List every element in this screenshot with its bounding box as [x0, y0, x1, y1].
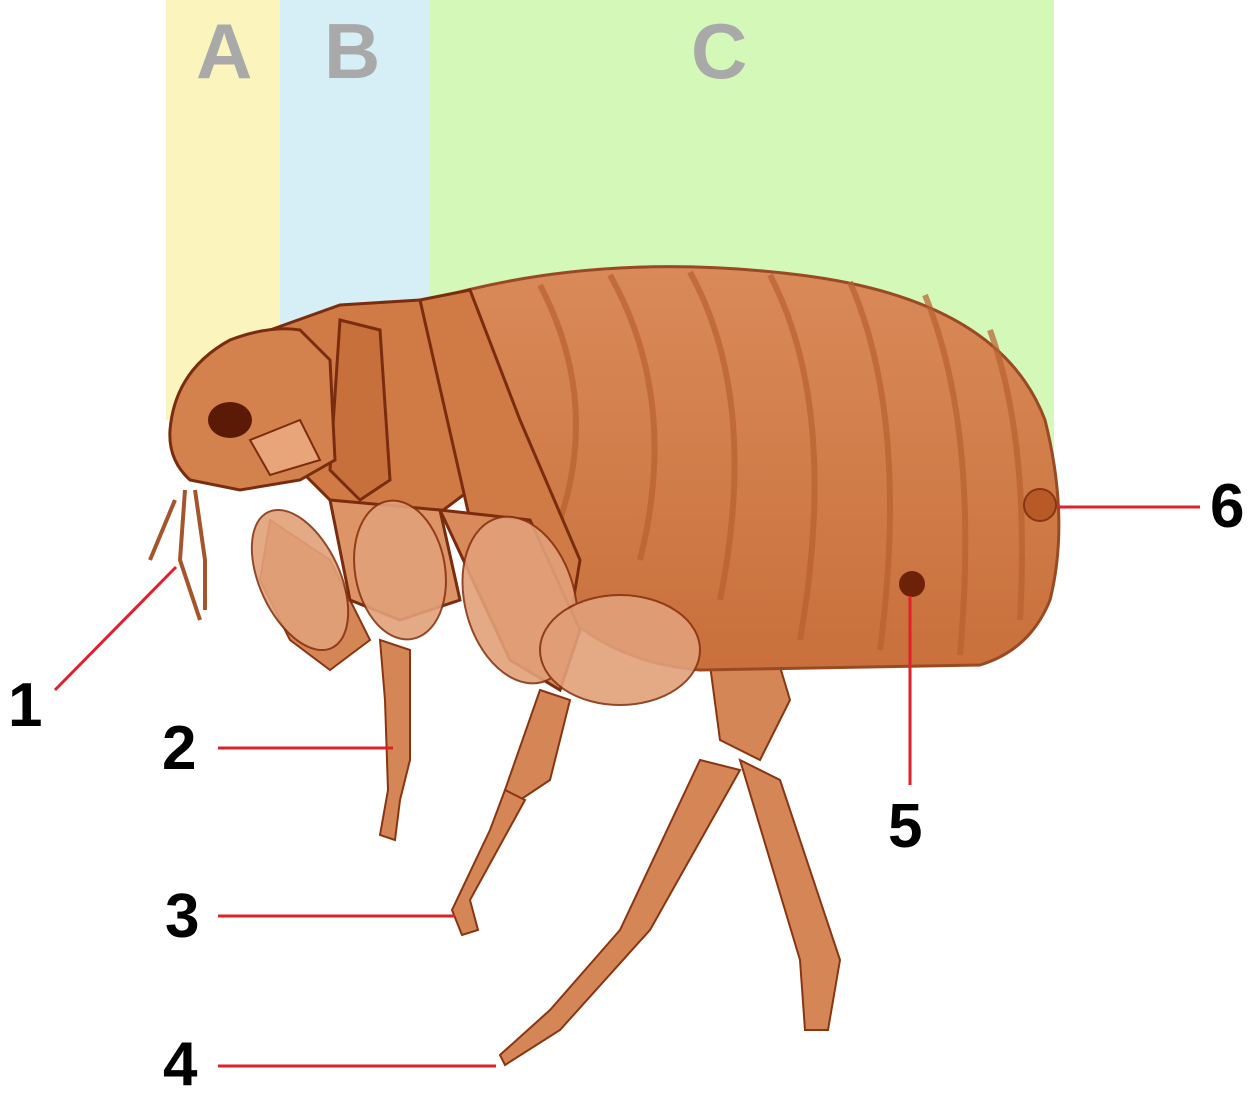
callout-6: 6: [1210, 476, 1244, 538]
callout-1: 1: [8, 675, 42, 737]
leader-line-1: [55, 567, 176, 690]
callout-2: 2: [162, 718, 196, 780]
callout-4: 4: [163, 1034, 197, 1096]
callout-5: 5: [888, 796, 922, 858]
callout-3: 3: [165, 886, 199, 948]
